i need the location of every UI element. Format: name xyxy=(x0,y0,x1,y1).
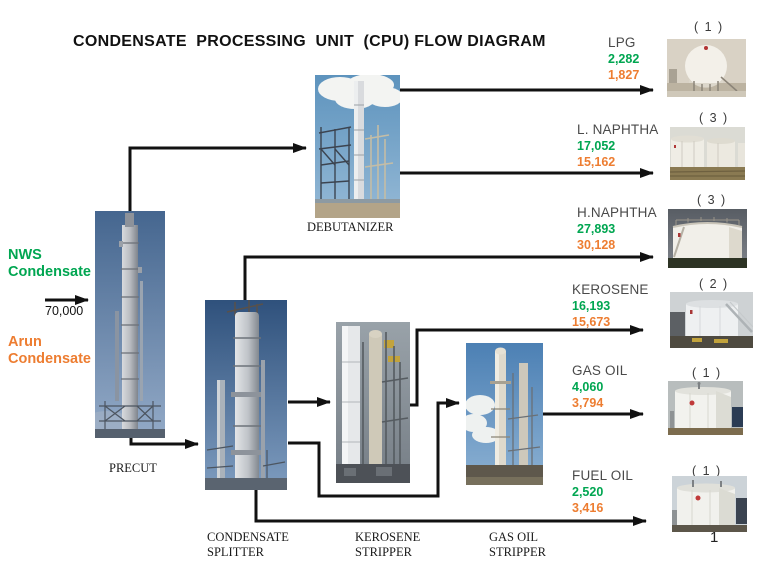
arun-value: 3,794 xyxy=(572,396,604,410)
feed-rate: 70,000 xyxy=(45,304,84,318)
arun-value: 15,162 xyxy=(577,155,616,169)
nws-value: 27,893 xyxy=(577,222,616,236)
product-l-naphtha: L. NAPHTHA 17,052 15,162 xyxy=(577,121,659,170)
kerosene-tank-photo xyxy=(670,292,753,348)
tank-count-h-naphtha: ( 3 ) xyxy=(697,193,727,207)
product-name: GAS OIL xyxy=(572,363,628,378)
debutanizer-label: DEBUTANIZER xyxy=(307,220,394,234)
fuel-oil-tank-photo xyxy=(672,476,747,532)
tank-count-kerosene: ( 2 ) xyxy=(699,277,729,291)
l-naphtha-tanks-photo xyxy=(670,127,745,180)
arun-value: 1,827 xyxy=(608,68,640,82)
arun-value: 15,673 xyxy=(572,315,611,329)
condensate-splitter-tower-photo xyxy=(205,300,287,490)
nws-value: 4,060 xyxy=(572,380,604,394)
nws-value: 2,282 xyxy=(608,52,640,66)
product-name: FUEL OIL xyxy=(572,468,634,483)
arun-value: 30,128 xyxy=(577,238,616,252)
nws-value: 2,520 xyxy=(572,485,604,499)
product-fuel-oil: FUEL OIL 2,520 3,416 xyxy=(572,467,633,516)
product-h-naphtha: H.NAPHTHA 27,893 30,128 xyxy=(577,204,657,253)
h-naphtha-tank-photo xyxy=(668,209,747,268)
flow-line-precut-to-debutanizer xyxy=(128,143,307,213)
product-kerosene: KEROSENE 16,193 15,673 xyxy=(572,281,649,330)
product-name: KEROSENE xyxy=(572,282,649,297)
nws-value: 17,052 xyxy=(577,139,616,153)
nws-value: 16,193 xyxy=(572,299,611,313)
debutanizer-tower-photo xyxy=(315,75,400,218)
precut-label: PRECUT xyxy=(109,461,157,475)
product-gas-oil: GAS OIL 4,060 3,794 xyxy=(572,362,627,411)
tank-count-fuel-oil: ( 1 ) xyxy=(692,464,722,478)
arun-value: 3,416 xyxy=(572,501,604,515)
tank-count-lpg: ( 1 ) xyxy=(694,20,724,34)
lpg-sphere-tank-photo xyxy=(667,39,746,97)
product-name: LPG xyxy=(608,35,636,50)
page-title: CONDENSATE PROCESSING UNIT (CPU) FLOW DI… xyxy=(73,33,546,50)
gas-oil-tank-photo xyxy=(668,381,743,435)
flow-line-precut-to-splitter xyxy=(129,437,199,449)
tank-count-gas-oil: ( 1 ) xyxy=(692,366,722,380)
gasoil-stripper-tower-photo xyxy=(466,343,543,485)
precut-tower-photo xyxy=(95,211,165,438)
page-number: 1 xyxy=(710,529,719,546)
product-name: L. NAPHTHA xyxy=(577,122,659,137)
product-lpg: LPG 2,282 1,827 xyxy=(608,34,639,83)
feed-label-nws-condensate: NWS Condensate xyxy=(8,247,91,280)
kerosene-stripper-tower-photo xyxy=(336,322,410,483)
feed-label-arun-condensate: Arun Condensate xyxy=(8,334,91,367)
product-name: H.NAPHTHA xyxy=(577,205,657,220)
tank-count-l-naphtha: ( 3 ) xyxy=(699,111,729,125)
